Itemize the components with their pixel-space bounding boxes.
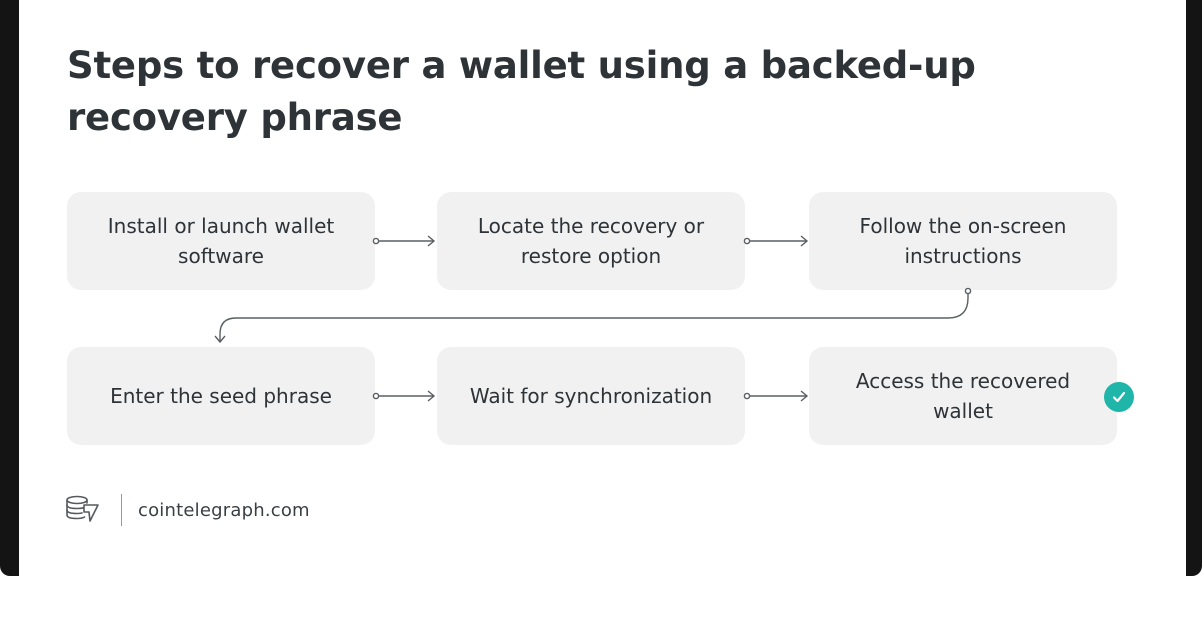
infographic-card: Steps to recover a wallet using a backed… <box>19 0 1186 576</box>
arrow-4-to-5 <box>372 390 436 402</box>
step-label: Wait for synchronization <box>469 384 713 408</box>
arrow-3-to-4 <box>214 287 972 344</box>
brand-name: cointelegraph.com <box>138 499 310 521</box>
checkmark-icon <box>1104 382 1134 412</box>
step-label: Access the recovered wallet <box>855 369 1071 423</box>
step-wait-sync: Wait for synchronization <box>437 347 745 445</box>
brand-divider <box>121 494 122 526</box>
page-title: Steps to recover a wallet using a backed… <box>67 44 976 139</box>
arrow-2-to-3 <box>743 235 809 247</box>
step-label: Install or launch wallet software <box>107 214 335 268</box>
cointelegraph-logo-icon <box>65 493 101 527</box>
step-label: Follow the on-screen instructions <box>859 214 1067 268</box>
step-access-wallet: Access the recovered wallet <box>809 347 1117 445</box>
arrow-1-to-2 <box>372 235 436 247</box>
step-label: Enter the seed phrase <box>110 384 332 408</box>
step-label: Locate the recovery or restore option <box>477 214 705 268</box>
brand-footer: cointelegraph.com <box>65 492 310 528</box>
step-follow-instructions: Follow the on-screen instructions <box>809 192 1117 290</box>
step-locate-recovery: Locate the recovery or restore option <box>437 192 745 290</box>
step-enter-seed: Enter the seed phrase <box>67 347 375 445</box>
arrow-5-to-6 <box>743 390 809 402</box>
step-install-wallet: Install or launch wallet software <box>67 192 375 290</box>
